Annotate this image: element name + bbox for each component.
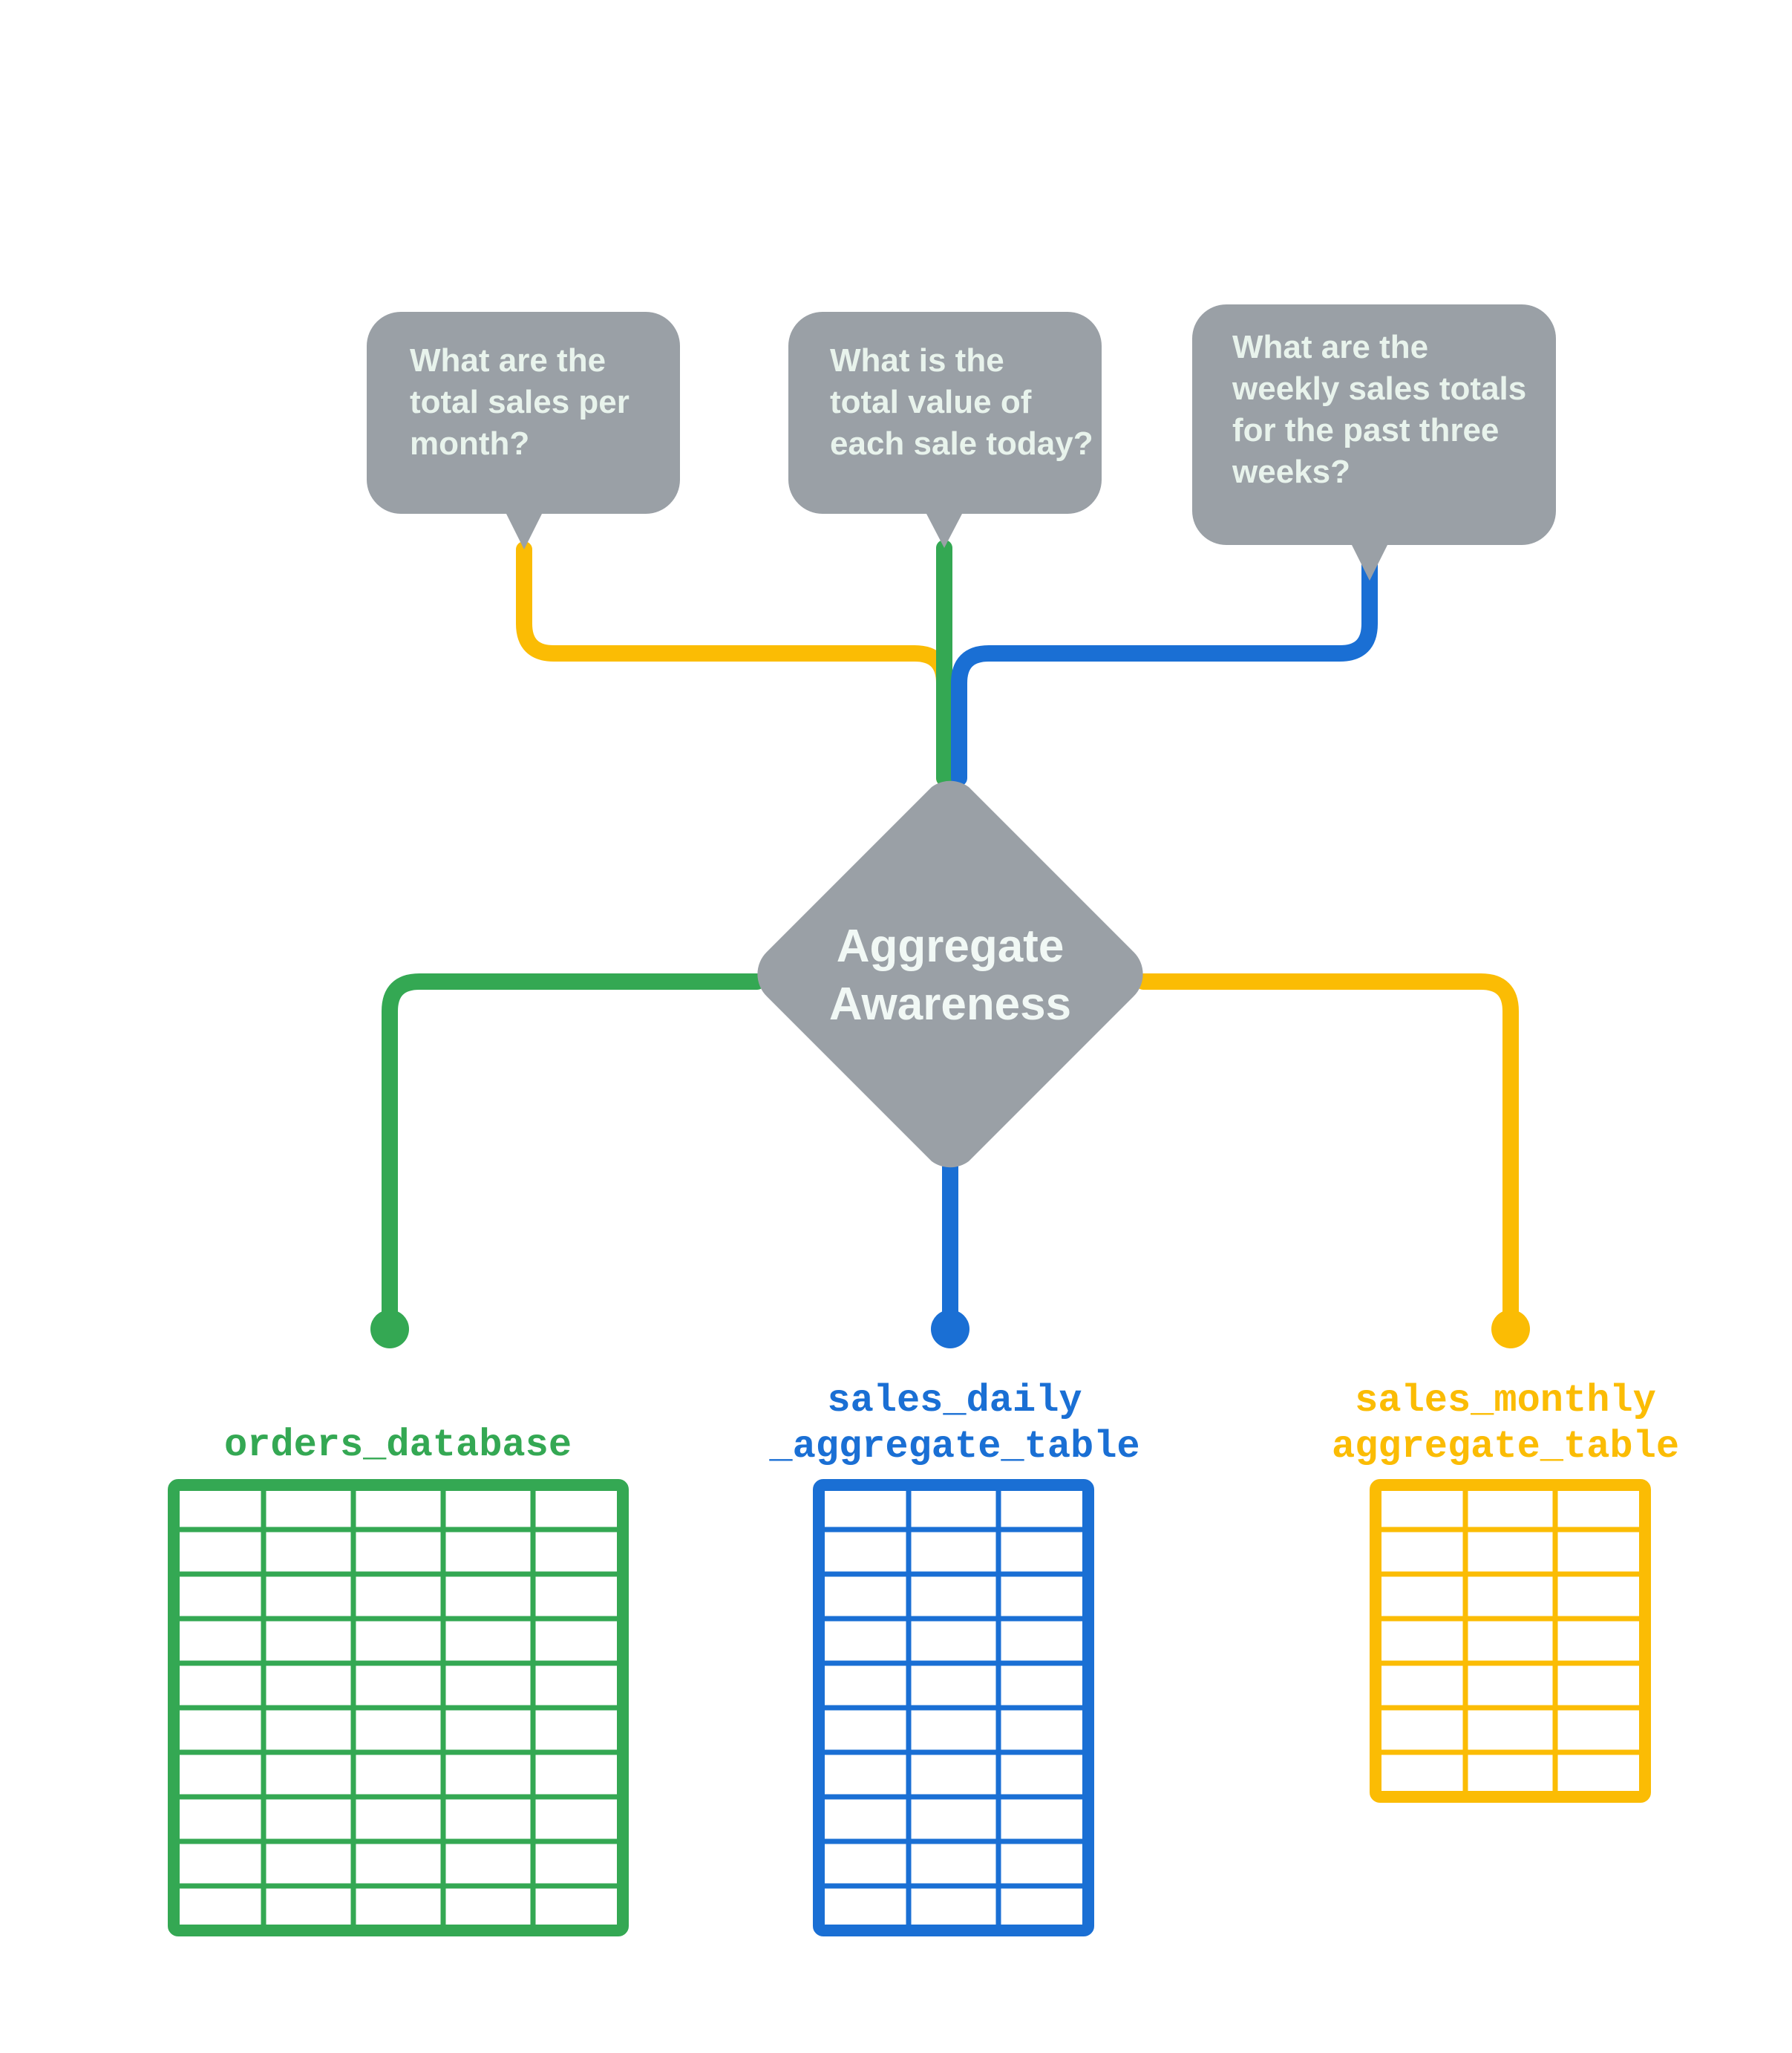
bubble-line: month? — [410, 425, 529, 462]
bubble-line: for the past three — [1232, 412, 1499, 448]
grid-lines — [819, 1485, 1088, 1930]
diamond-shape — [757, 780, 1143, 1168]
table-label-line: sales_daily — [827, 1379, 1082, 1423]
table-label-line: aggregate_table — [1332, 1425, 1679, 1469]
question-bubble-weekly[interactable]: What are the weekly sales totals for the… — [1192, 304, 1556, 581]
connector-weekly-question — [951, 543, 1378, 786]
table-grid-sales-monthly[interactable] — [1370, 1479, 1651, 1803]
bubble-shape-daily — [788, 312, 1102, 548]
bubble-line: each sale today? — [830, 425, 1093, 462]
bubble-line: weekly sales totals — [1232, 371, 1526, 407]
table-label-orders-database: orders_database — [224, 1423, 572, 1467]
table-label-sales-monthly: sales_monthly aggregate_table — [1332, 1379, 1679, 1469]
question-bubble-daily[interactable]: What is the total value of each sale tod… — [788, 312, 1102, 548]
table-grid-sales-daily[interactable] — [813, 1479, 1094, 1936]
connector-sales-monthly — [1135, 973, 1519, 1326]
bubble-shape-monthly — [367, 312, 680, 549]
grid-lines — [1376, 1485, 1645, 1797]
endpoint-dot-sales-monthly — [1491, 1310, 1530, 1348]
endpoint-dot-orders-database — [370, 1310, 409, 1348]
question-bubble-monthly[interactable]: What are the total sales per month? — [367, 312, 680, 549]
table-label-line: _aggregate_table — [768, 1425, 1139, 1469]
center-node-aggregate-awareness[interactable]: Aggregate Awareness — [757, 780, 1143, 1168]
table-grid-orders-database[interactable] — [168, 1479, 629, 1936]
bubble-line: What are the — [410, 342, 606, 379]
table-outline — [1370, 1479, 1651, 1803]
connector-orders-database — [382, 973, 765, 1326]
bubble-line: total sales per — [410, 384, 630, 420]
bubble-line: What are the — [1232, 329, 1428, 365]
center-node-label-line2: Awareness — [829, 979, 1071, 1030]
center-node-label-line1: Aggregate — [837, 921, 1065, 972]
bubble-shape-weekly — [1192, 304, 1556, 581]
table-label-sales-daily: sales_daily _aggregate_table — [768, 1379, 1139, 1469]
table-label-line: orders_database — [224, 1423, 572, 1467]
bubble-line: weeks? — [1232, 454, 1350, 490]
endpoint-dot-sales-daily — [931, 1310, 969, 1348]
grid-lines — [174, 1485, 623, 1930]
bubble-line: total value of — [830, 384, 1032, 420]
table-label-line: sales_monthly — [1355, 1379, 1656, 1423]
bubble-line: What is the — [830, 342, 1004, 379]
